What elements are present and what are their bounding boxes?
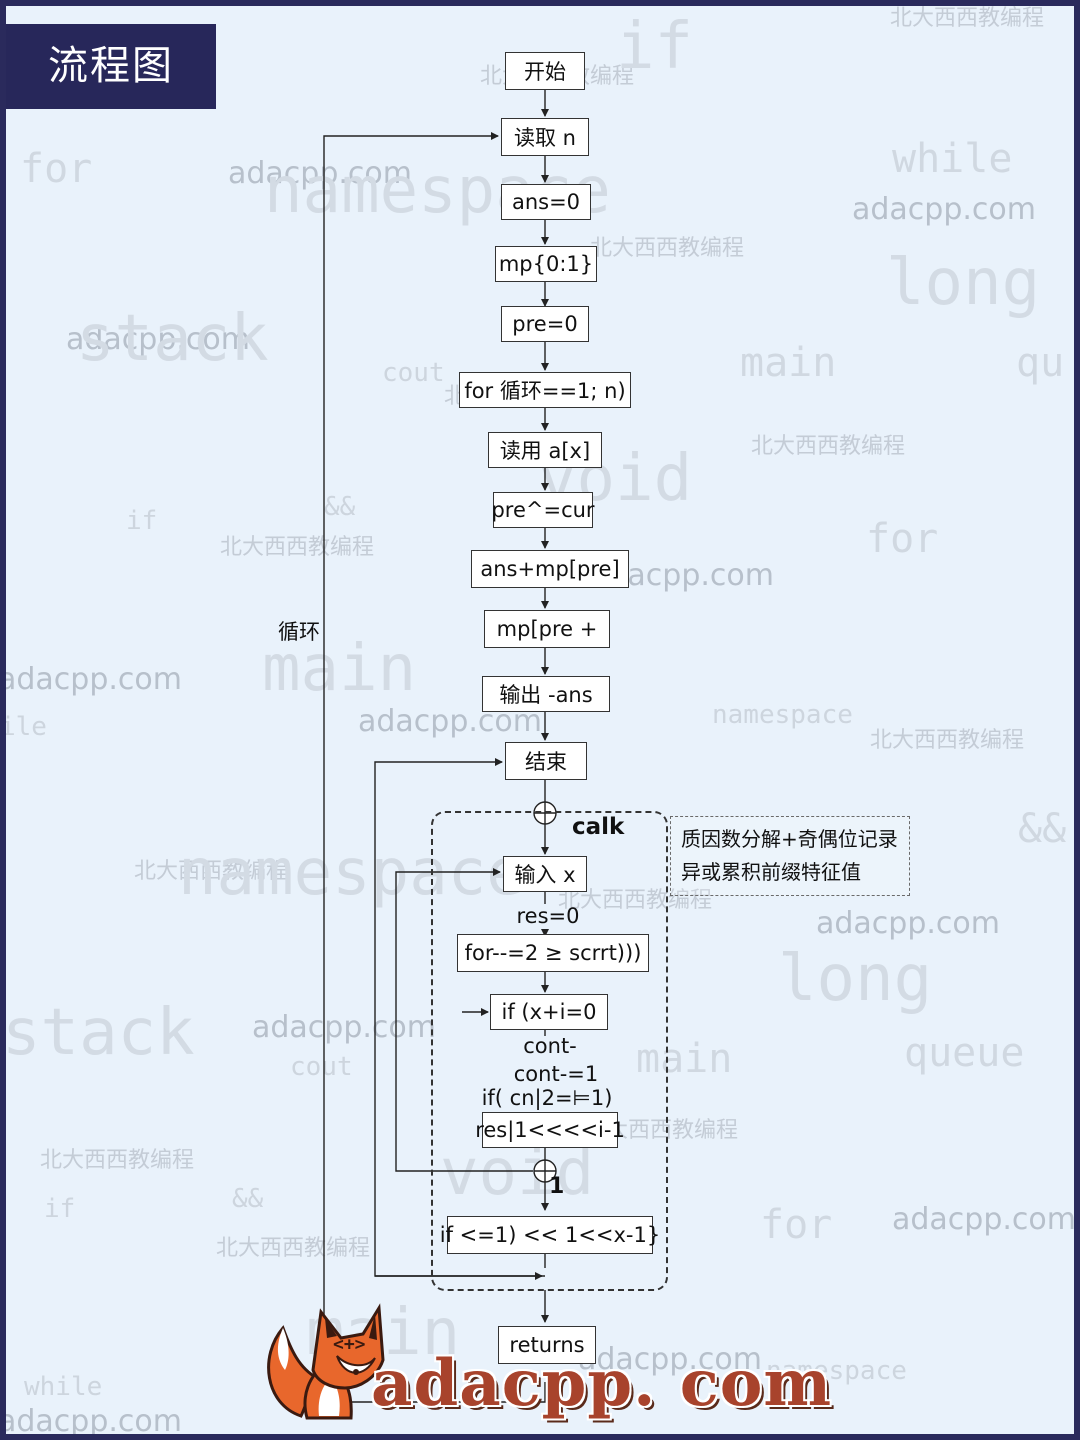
logo-wordmark: adacpp. com bbox=[371, 1346, 832, 1421]
note-line-1: 质因数分解+奇偶位记录 bbox=[681, 823, 899, 856]
cont-decrement-text: cont-=1 bbox=[514, 1062, 598, 1086]
branch-one-label: 1 bbox=[549, 1174, 564, 1199]
res-init-text: res=0 bbox=[517, 904, 580, 928]
ans-add-node: ans+mp[pre] bbox=[471, 550, 629, 588]
cont-text: cont- bbox=[523, 1034, 577, 1058]
output-node: 输出 -ans bbox=[482, 676, 610, 712]
pre-xor-node: pre^=cur bbox=[493, 492, 593, 528]
end-node: 结束 bbox=[505, 742, 587, 780]
start-node: 开始 bbox=[505, 52, 585, 90]
res-shift-node: res|1<<<<i-1 bbox=[482, 1112, 618, 1148]
ans-init-node: ans=0 bbox=[501, 184, 591, 220]
for-sqrt-node: for--=2 ≥ scrrt))) bbox=[457, 934, 649, 972]
pre-init-node: pre=0 bbox=[501, 306, 589, 342]
mp-increment-node: mp[pre + bbox=[484, 610, 610, 648]
for-loop-node: for 循环==1; n) bbox=[459, 372, 631, 408]
calk-label: calk bbox=[572, 814, 624, 840]
read-n-node: 读取 n bbox=[501, 118, 589, 156]
mp-init-node: mp{0:1} bbox=[495, 246, 597, 282]
if-last-node: if <=1) << 1<<x-1} bbox=[447, 1216, 653, 1254]
if-count-text: if( cn|2=⊨1) bbox=[482, 1086, 613, 1110]
if-mod-node: if (x+i=0 bbox=[490, 994, 608, 1030]
note-line-2: 异或累积前缀特征值 bbox=[681, 856, 899, 889]
svg-text:<+>: <+> bbox=[333, 1334, 366, 1355]
input-x-node: 输入 x bbox=[503, 856, 587, 892]
loop-label: 循环 bbox=[278, 616, 320, 646]
read-a-node: 读用 a[x] bbox=[488, 432, 602, 468]
diagram-page: 北大西西教编程 北大西西教编程 北大西西教编程 北大西西教编程 北大西西教编程 … bbox=[6, 6, 1074, 1434]
annotation-note: 质因数分解+奇偶位记录 异或累积前缀特征值 bbox=[670, 816, 910, 896]
